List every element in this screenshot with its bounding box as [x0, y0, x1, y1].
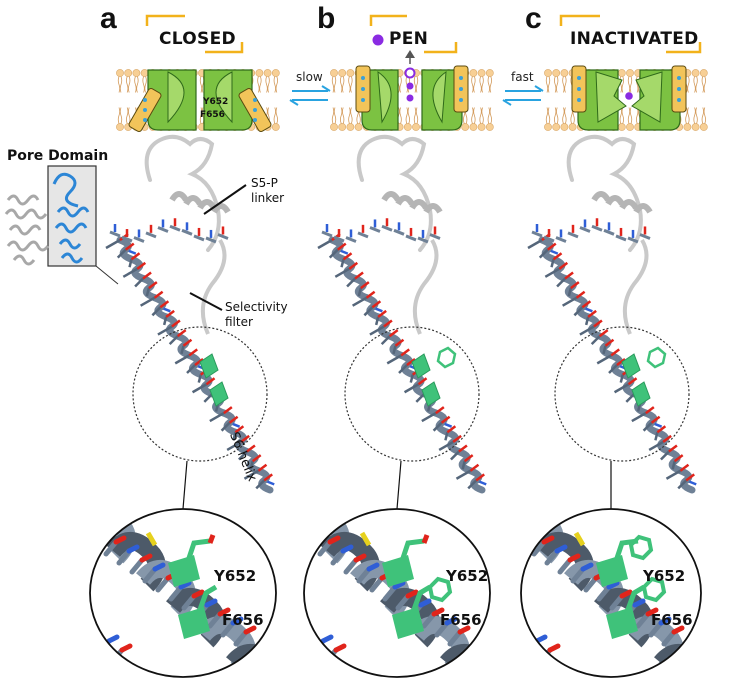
zoom-a-y652: Y652 — [214, 567, 257, 585]
arrow-fast — [502, 85, 544, 106]
dotted-circle-c — [554, 326, 690, 462]
zoom-b-f656: F656 — [440, 611, 482, 629]
bracket-a-right — [205, 42, 244, 54]
zoom-a-f656: F656 — [222, 611, 264, 629]
bracket-c-left — [559, 14, 600, 26]
s5p-linker-label: S5-P linker — [251, 176, 284, 206]
zoom-ellipse-b — [303, 508, 491, 678]
selectivity-pointer — [189, 292, 223, 311]
state-label-closed: CLOSED — [159, 29, 236, 49]
zoom-line-a — [182, 460, 188, 510]
small-label-y652: Y652 — [203, 97, 229, 107]
state-label-open: PEN — [389, 29, 429, 49]
dotted-circle-b — [344, 326, 480, 462]
zoom-line-b — [396, 460, 402, 510]
pore-domain-inset — [4, 165, 119, 285]
rate-label-slow: slow — [296, 70, 323, 84]
helix-structure-a — [105, 134, 275, 494]
sel-line1: Selectivity — [225, 300, 288, 314]
dotted-circle-a — [132, 326, 268, 462]
bracket-b-right — [424, 42, 458, 54]
channel-closed — [128, 69, 272, 132]
panel-letter-b: b — [317, 2, 336, 35]
bracket-a-left — [145, 14, 185, 26]
channel-open — [355, 50, 469, 131]
ion-b — [372, 34, 384, 46]
sel-line2: filter — [225, 315, 253, 329]
zoom-ellipse-a — [89, 508, 277, 678]
rate-label-fast: fast — [511, 70, 534, 84]
panel-letter-c: c — [525, 2, 542, 35]
channel-inactivated — [571, 65, 687, 131]
helix-structure-b — [317, 134, 487, 494]
arrow-slow — [289, 85, 331, 106]
helix-structure-c — [527, 134, 697, 494]
s5p-pointer — [203, 184, 247, 215]
bracket-c-right — [666, 42, 702, 54]
bracket-b-left — [369, 14, 407, 26]
zoom-b-y652: Y652 — [446, 567, 489, 585]
state-label-inactivated: INACTIVATED — [570, 29, 699, 49]
panel-letter-a: a — [100, 2, 117, 35]
zoom-c-y652: Y652 — [643, 567, 686, 585]
s5p-line1: S5-P — [251, 176, 278, 190]
small-label-f656: F656 — [200, 110, 225, 120]
zoom-ellipse-c — [520, 508, 702, 678]
zoom-c-f656: F656 — [651, 611, 693, 629]
s5p-line2: linker — [251, 191, 285, 205]
pore-domain-title: Pore Domain — [7, 148, 109, 164]
selectivity-filter-label: Selectivity filter — [225, 300, 288, 330]
